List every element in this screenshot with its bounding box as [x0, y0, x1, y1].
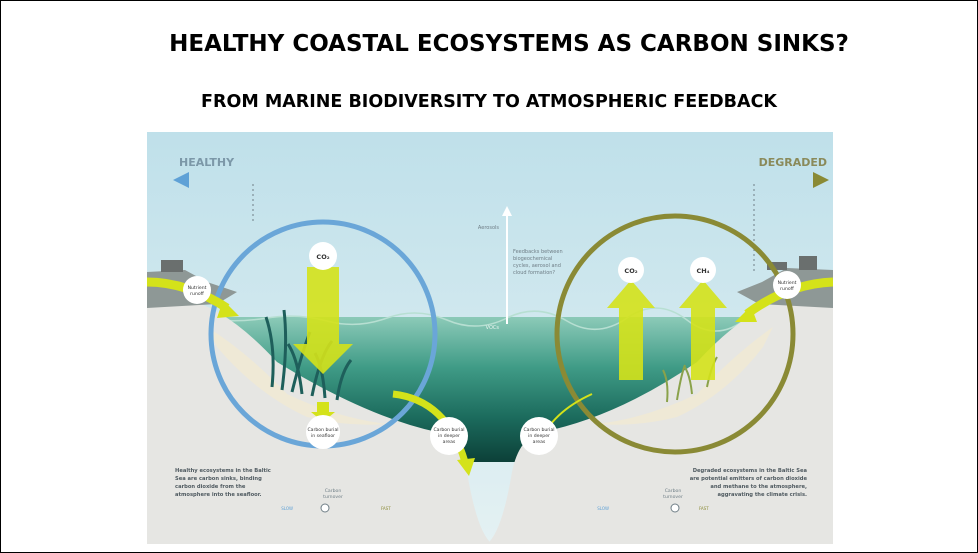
svg-text:turnover: turnover — [663, 494, 683, 500]
vocs-label: VOCs — [486, 325, 500, 331]
co2-right-bubble: CO₂ — [618, 257, 644, 283]
feedback-text: Feedbacks between biogeochemical cycles,… — [513, 249, 563, 276]
svg-text:aggravating the climate crisis: aggravating the climate crisis. — [717, 492, 807, 498]
svg-text:SLOW: SLOW — [597, 506, 609, 511]
burial-deep-left-bubble: Carbon burial in deeper areas — [430, 417, 468, 455]
deep-burial-arrowhead-left — [457, 458, 475, 476]
svg-text:in deeper: in deeper — [528, 433, 550, 439]
svg-text:SLOW: SLOW — [281, 506, 293, 511]
nutrient-arrowhead-left — [217, 300, 239, 318]
svg-text:Carbon: Carbon — [325, 488, 342, 494]
svg-text:areas: areas — [533, 439, 546, 445]
svg-text:Carbon burial: Carbon burial — [433, 427, 464, 433]
svg-text:carbon dioxide from the: carbon dioxide from the — [175, 484, 246, 490]
svg-text:runoff: runoff — [780, 286, 795, 292]
scale-right-arrowhead — [813, 172, 829, 188]
svg-text:Carbon burial: Carbon burial — [307, 427, 338, 433]
svg-text:Healthy ecosystems in the Balt: Healthy ecosystems in the Baltic — [175, 468, 271, 474]
nutrient-arrowhead-right — [735, 306, 757, 322]
svg-text:CO₂: CO₂ — [624, 267, 637, 275]
degraded-description: Degraded ecosystems in the Baltic Sea ar… — [690, 468, 808, 498]
seagrass-right — [662, 356, 718, 403]
sandy-shore-right — [597, 327, 773, 425]
svg-text:runoff: runoff — [190, 291, 205, 297]
slide-subtitle: FROM MARINE BIODIVERSITY TO ATMOSPHERIC … — [201, 92, 777, 112]
svg-text:CH₄: CH₄ — [696, 267, 709, 275]
turnover-scale-right: Carbon turnover SLOW FAST — [597, 488, 709, 513]
svg-text:Degraded ecosystems in the Bal: Degraded ecosystems in the Baltic Sea — [693, 468, 808, 474]
turnover-scale-left: Carbon turnover SLOW FAST — [281, 488, 391, 513]
nutrient-right-bubble: Nutrient runoff — [773, 271, 801, 299]
svg-text:cycles, aerosol and: cycles, aerosol and — [513, 263, 561, 269]
svg-text:Nutrient: Nutrient — [188, 285, 207, 291]
co2-left-bubble: CO₂ — [309, 242, 337, 270]
house-right — [799, 256, 817, 270]
healthy-label: HEALTHY — [179, 156, 235, 169]
svg-text:cloud formation?: cloud formation? — [513, 270, 555, 276]
degraded-circle — [554, 213, 796, 455]
svg-text:turnover: turnover — [323, 494, 343, 500]
ecosystem-figure: HEALTHY DEGRADED Aerosols VOCs Feedbacks… — [147, 132, 833, 544]
co2-uptake-arrow — [293, 267, 353, 374]
degraded-label: DEGRADED — [759, 156, 827, 169]
house-left — [161, 260, 183, 272]
scale-left-arrowhead — [173, 172, 189, 188]
svg-text:and methane to the atmosphere,: and methane to the atmosphere, — [710, 484, 807, 490]
svg-text:are potential emitters of carb: are potential emitters of carbon dioxide — [690, 476, 808, 482]
svg-text:atmosphere into the seafloor.: atmosphere into the seafloor. — [175, 492, 262, 498]
healthy-description: Healthy ecosystems in the Baltic Sea are… — [175, 468, 271, 498]
nutrient-left-bubble: Nutrient runoff — [183, 276, 211, 304]
co2-emission-arrow — [607, 280, 655, 380]
burial-deep-right-bubble: Carbon burial in deeper areas — [520, 417, 558, 455]
svg-text:FAST: FAST — [699, 506, 709, 511]
aerosols-label: Aerosols — [478, 225, 499, 231]
svg-text:Carbon burial: Carbon burial — [523, 427, 554, 433]
svg-text:Nutrient: Nutrient — [778, 280, 797, 286]
svg-text:areas: areas — [443, 439, 456, 445]
burial-seafloor-bubble: Carbon burial in seafloor — [306, 415, 340, 449]
svg-text:biogeochemical: biogeochemical — [513, 256, 552, 262]
sandy-shore-left — [207, 327, 387, 425]
svg-text:CO₂: CO₂ — [316, 253, 329, 261]
svg-text:Carbon: Carbon — [665, 488, 682, 494]
feedback-arrowhead — [502, 206, 512, 216]
slide-title: HEALTHY COASTAL ECOSYSTEMS AS CARBON SIN… — [169, 31, 849, 57]
ch4-bubble: CH₄ — [690, 257, 716, 283]
tractor-right — [767, 262, 787, 270]
svg-text:in deeper: in deeper — [438, 433, 460, 439]
ch4-emission-arrow — [679, 280, 727, 380]
svg-text:Feedbacks between: Feedbacks between — [513, 249, 563, 255]
svg-text:in seafloor: in seafloor — [311, 433, 335, 439]
svg-text:Sea are carbon sinks, binding: Sea are carbon sinks, binding — [175, 476, 262, 482]
svg-text:FAST: FAST — [381, 506, 391, 511]
